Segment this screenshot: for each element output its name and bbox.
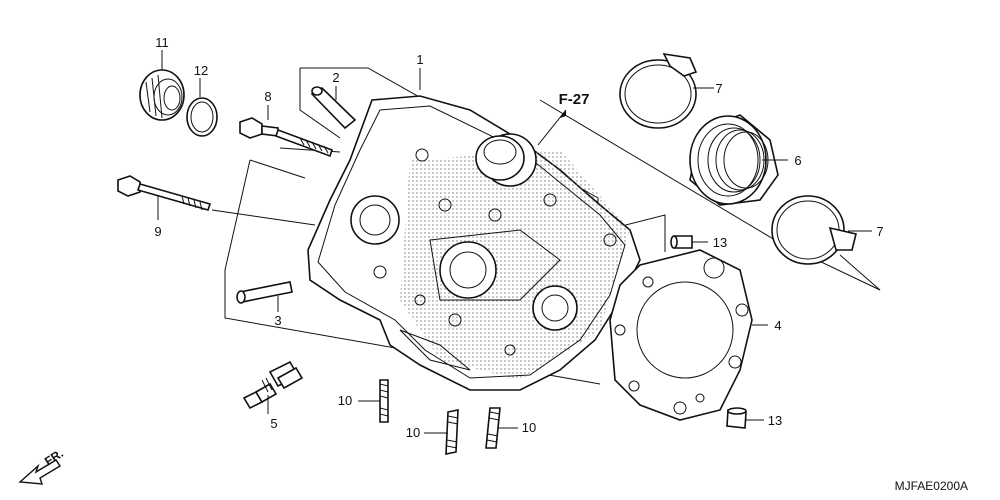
reference-arrow	[537, 109, 567, 146]
stud-10-a	[379, 379, 389, 423]
hose-clamp-7-upper	[619, 52, 698, 129]
callout-12: 12	[194, 63, 208, 78]
cap-11	[139, 69, 185, 121]
callout-7-lower: 7	[876, 224, 883, 239]
dowel-13-upper	[670, 235, 693, 249]
assembly-frame	[211, 67, 881, 385]
o-ring-12	[186, 97, 218, 137]
front-direction-label: FR.	[42, 446, 66, 468]
reference-label: F-27	[559, 91, 590, 108]
callout-8: 8	[264, 89, 271, 104]
stud-10-c	[485, 407, 501, 449]
callout-3: 3	[274, 313, 281, 328]
cylinder-head	[307, 95, 641, 391]
callout-10-c: 10	[522, 420, 536, 435]
insulator-6	[689, 114, 779, 206]
callout-9: 9	[154, 224, 161, 239]
callout-4: 4	[774, 318, 781, 333]
callout-1: 1	[416, 52, 423, 67]
callout-6: 6	[794, 153, 801, 168]
head-gasket-4	[609, 249, 753, 421]
dowel-pin-3	[236, 281, 293, 304]
callout-11: 11	[155, 35, 169, 50]
bolt-9	[117, 175, 212, 211]
callout-13-lower: 13	[768, 413, 782, 428]
callout-leaders	[157, 50, 872, 434]
front-direction-arrow: FR.	[18, 446, 66, 485]
dowel-pin-2	[310, 86, 357, 130]
hose-clamp-7-lower	[771, 195, 857, 265]
callout-7-upper: 7	[715, 81, 722, 96]
callout-10-a: 10	[338, 393, 352, 408]
spark-plug-5	[242, 360, 304, 410]
callout-5: 5	[270, 416, 277, 431]
callout-10-b: 10	[406, 425, 420, 440]
callout-2: 2	[332, 70, 339, 85]
dowel-13-lower	[726, 407, 747, 429]
bolt-8	[239, 117, 334, 158]
diagram-code: MJFAE0200A	[895, 479, 968, 493]
callout-13-upper: 13	[713, 235, 727, 250]
stud-10-b	[445, 409, 459, 455]
